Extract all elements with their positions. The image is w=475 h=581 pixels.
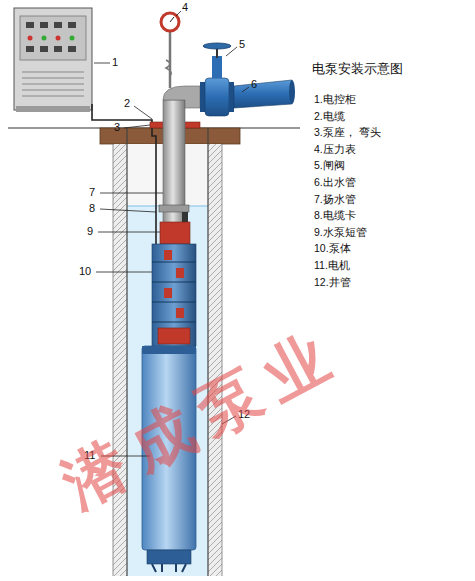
part-list-item: 8.电缆卡 <box>314 209 356 221</box>
callout-number: 1 <box>112 56 118 69</box>
callout-number: 5 <box>239 38 245 51</box>
callout-number: 9 <box>87 225 93 238</box>
part-list-item: 1.电控柜 <box>314 93 356 105</box>
part-list-item: 10.泵体 <box>314 242 351 254</box>
part-list-item: 11.电机 <box>314 259 350 271</box>
callout-number: 7 <box>89 186 95 199</box>
callout-number: 2 <box>124 97 130 110</box>
part-list-item: 2.电缆 <box>314 110 345 122</box>
part-list-item: 7.扬水管 <box>314 193 356 205</box>
part-list-item: 3.泵座， 弯头 <box>314 126 381 138</box>
callout-number: 3 <box>114 121 120 134</box>
callout-number: 8 <box>89 202 95 215</box>
control-cabinet <box>14 8 92 112</box>
callout-number: 10 <box>79 265 91 278</box>
part-list-item: 6.出水管 <box>314 176 356 188</box>
diagram-title: 电泵安装示意图 <box>312 62 403 77</box>
part-list-item: 4.压力表 <box>314 143 356 155</box>
callout-number: 4 <box>182 1 188 14</box>
part-list-item: 5.闸阀 <box>314 159 345 171</box>
part-list-item: 9.水泵短管 <box>314 226 367 238</box>
callout-number: 6 <box>251 78 257 91</box>
part-list-item: 12.井管 <box>314 276 351 288</box>
